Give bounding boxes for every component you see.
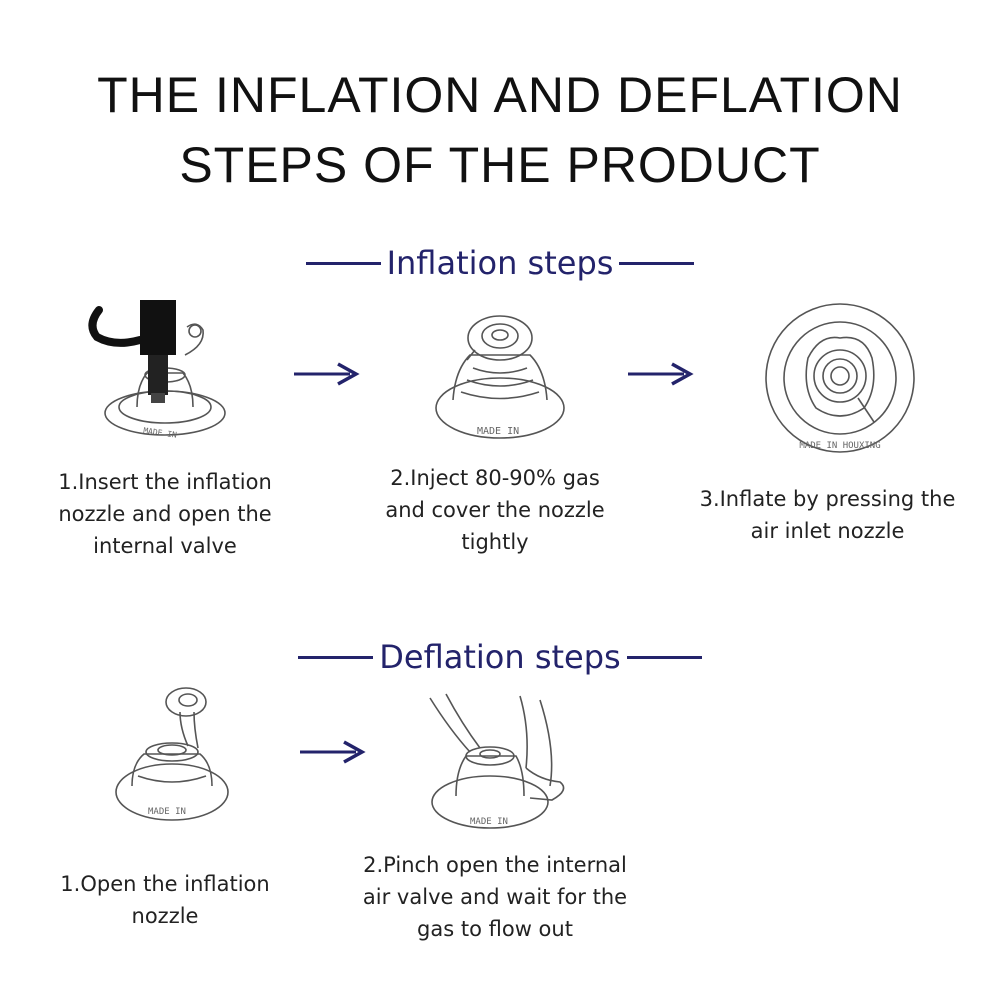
hand-pinching-valve-illustration: MADE IN xyxy=(429,693,565,829)
right-arrow-icon xyxy=(628,362,694,386)
valve-imprint-text: MADE IN xyxy=(470,817,508,827)
inflation-step-1-caption: 1.Insert the inflation nozzle and open t… xyxy=(58,470,272,558)
valve-with-cap-illustration: MADE IN xyxy=(435,315,565,439)
valve-imprint-text: MADE IN xyxy=(143,426,178,440)
deflation-step-2-caption: 2.Pinch open the internal air valve and … xyxy=(362,853,628,941)
deflation-section-heading: Deflation steps xyxy=(0,637,1000,677)
deflation-heading-label: Deflation steps xyxy=(379,638,621,676)
deflation-step-1-caption: 1.Open the inflation nozzle xyxy=(60,872,270,928)
right-arrow-icon xyxy=(294,362,360,386)
valve-imprint-text: MADE IN xyxy=(477,426,519,437)
page-title-line-2: STEPS OF THE PRODUCT xyxy=(179,137,821,193)
inflation-step-3-caption: 3.Inflate by pressing the air inlet nozz… xyxy=(699,487,956,543)
page-title-line-1: THE INFLATION AND DEFLATION xyxy=(97,67,903,123)
heading-rule-right xyxy=(619,261,695,265)
inflation-section-heading: Inflation steps xyxy=(0,243,1000,283)
valve-imprint-text: MADE IN HOUXING xyxy=(799,441,880,451)
right-arrow-icon xyxy=(300,740,366,764)
inflation-step-2-caption: 2.Inject 80-90% gas and cover the nozzle… xyxy=(385,466,605,554)
valve-top-view-illustration: MADE IN HOUXING xyxy=(765,303,915,453)
valve-imprint-text: MADE IN xyxy=(148,807,186,817)
heading-rule-right xyxy=(626,655,702,659)
pump-nozzle-illustration: MADE IN xyxy=(88,300,226,440)
heading-rule-left xyxy=(298,655,374,659)
inflation-heading-label: Inflation steps xyxy=(386,244,614,282)
heading-rule-left xyxy=(305,261,381,265)
valve-open-cap-illustration: MADE IN xyxy=(115,687,229,821)
